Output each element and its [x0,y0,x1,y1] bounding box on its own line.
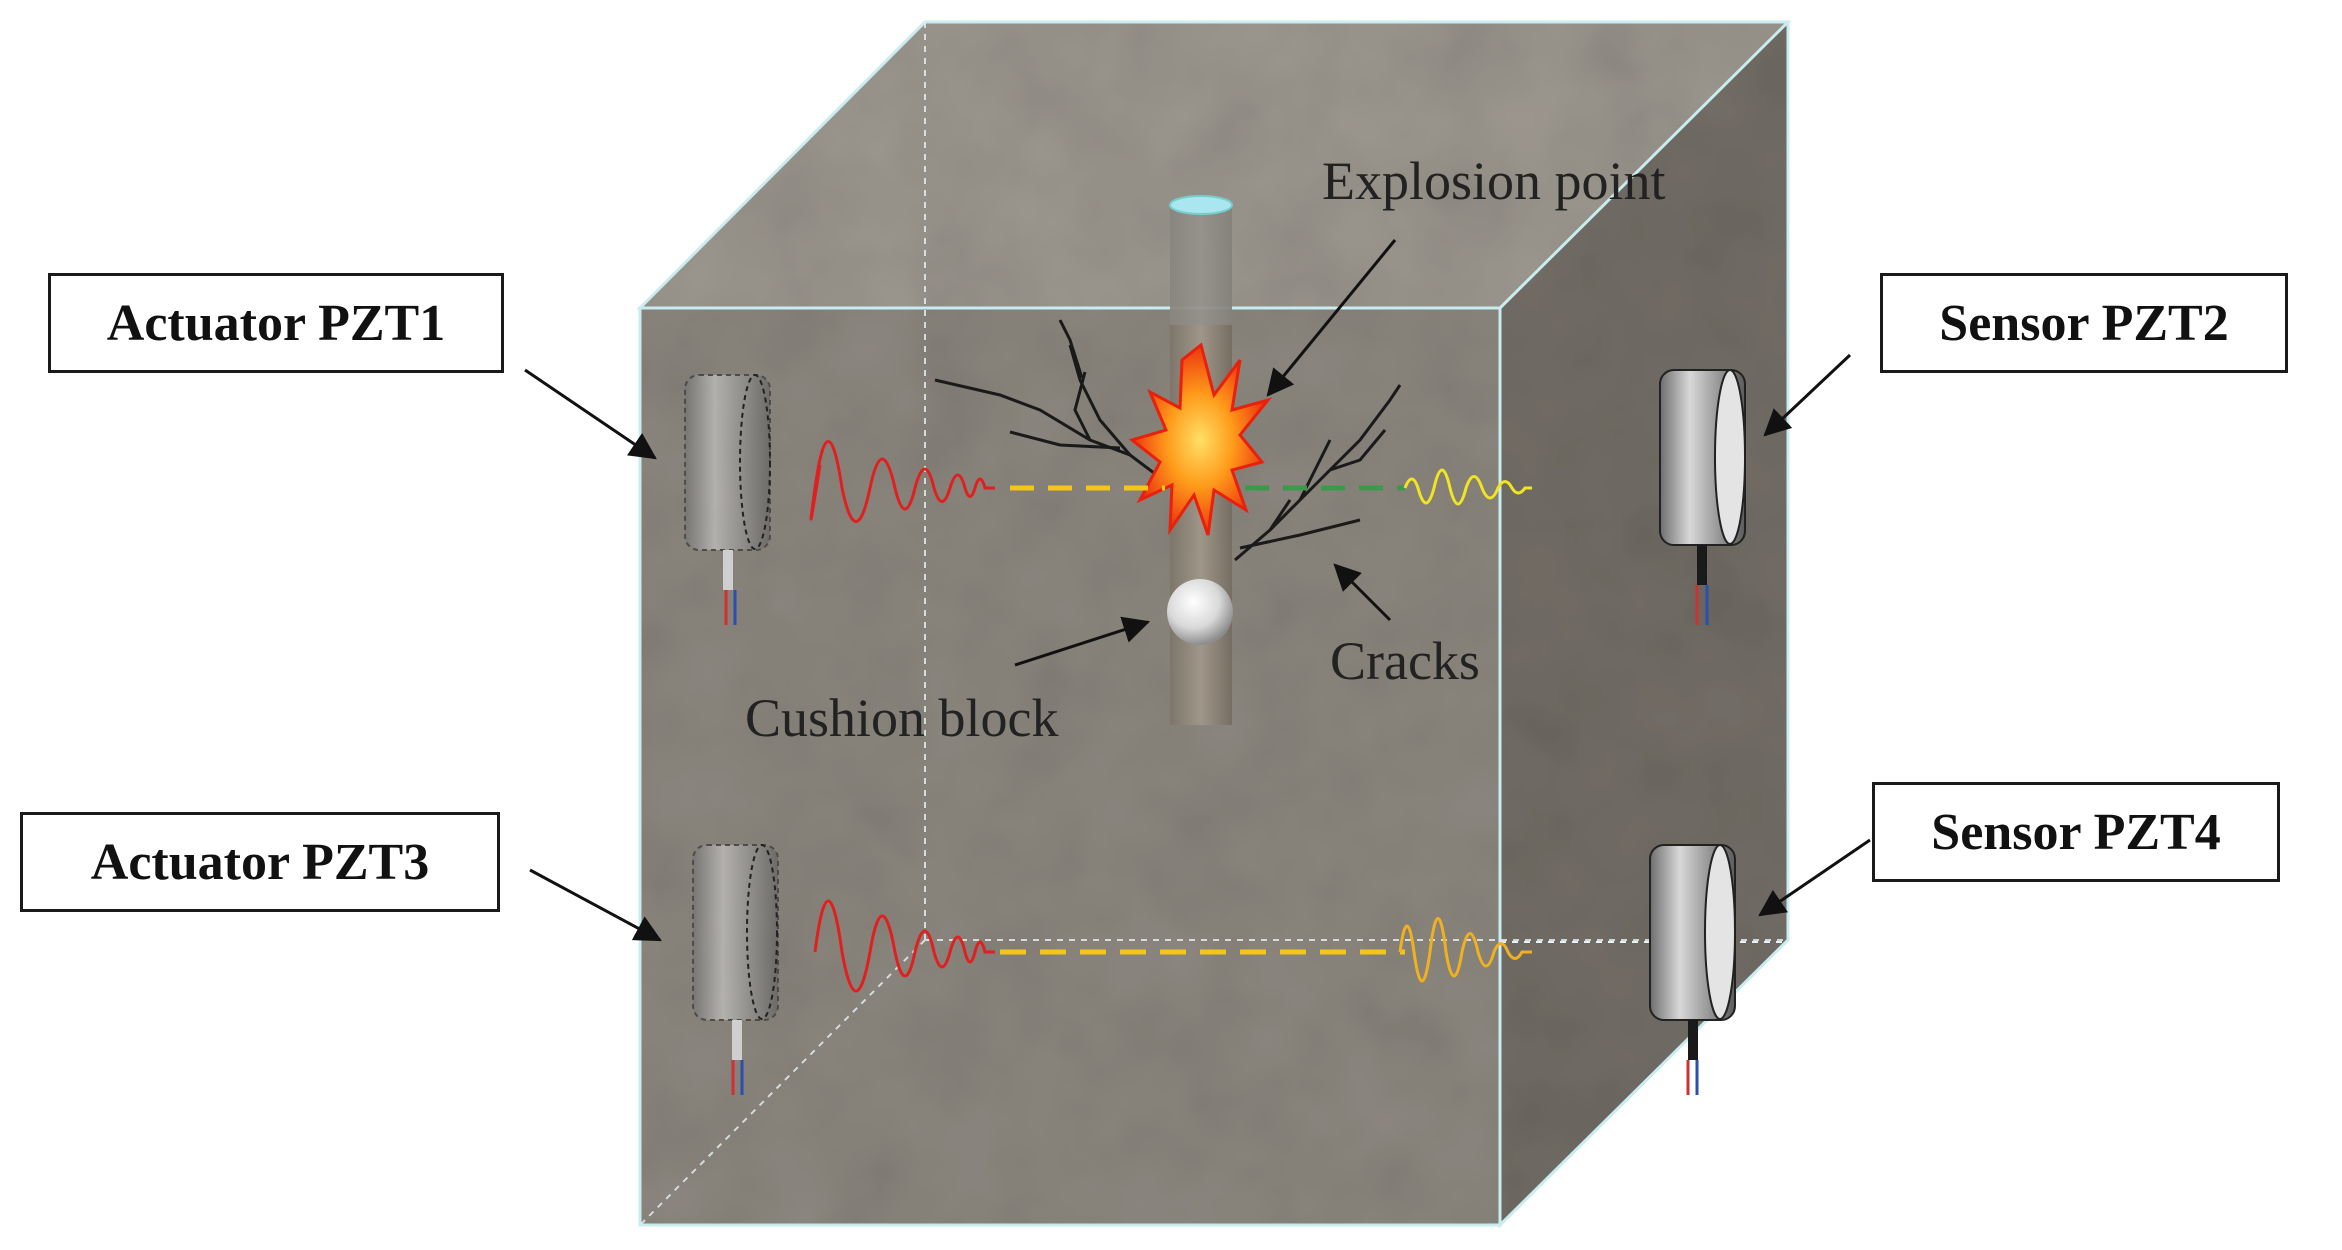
cushion-ball-icon [1167,579,1233,645]
arrow-icon [1014,616,1151,667]
cracks [934,319,1402,562]
actuator-waves [809,440,995,993]
pzt-sensor-4 [1649,844,1736,1095]
arrow-icon [1266,239,1397,397]
leader-arrows [524,239,1871,942]
sensor-waves [1398,468,1532,983]
wave-sensor-top [1403,468,1532,506]
arrow-icon [1758,838,1871,917]
wave-actuator-top [809,440,995,523]
pzt-actuator-3 [692,844,779,1095]
cube-top-face [640,22,1788,308]
arrow-icon [1763,353,1852,437]
arrow-icon [1333,563,1392,622]
label-sensor-pzt2: Sensor PZT2 [1880,273,2288,373]
arrow-icon [524,368,657,460]
explosion-icon [1128,342,1273,536]
wave-sensor-bottom [1398,917,1532,983]
wave-actuator-bottom [813,899,995,993]
label-actuator-pzt1: Actuator PZT1 [48,273,504,373]
pzt-actuator-1 [684,374,771,625]
label-actuator-pzt3: Actuator PZT3 [20,812,500,912]
label-cracks: Cracks [1330,631,1480,691]
label-explosion-point: Explosion point [1322,151,1666,211]
label-cushion-block: Cushion block [745,688,1059,748]
pzt-sensor-2 [1659,369,1746,625]
label-sensor-pzt4: Sensor PZT4 [1872,782,2280,882]
wave-paths [1000,485,1788,955]
arrow-icon [529,868,662,942]
